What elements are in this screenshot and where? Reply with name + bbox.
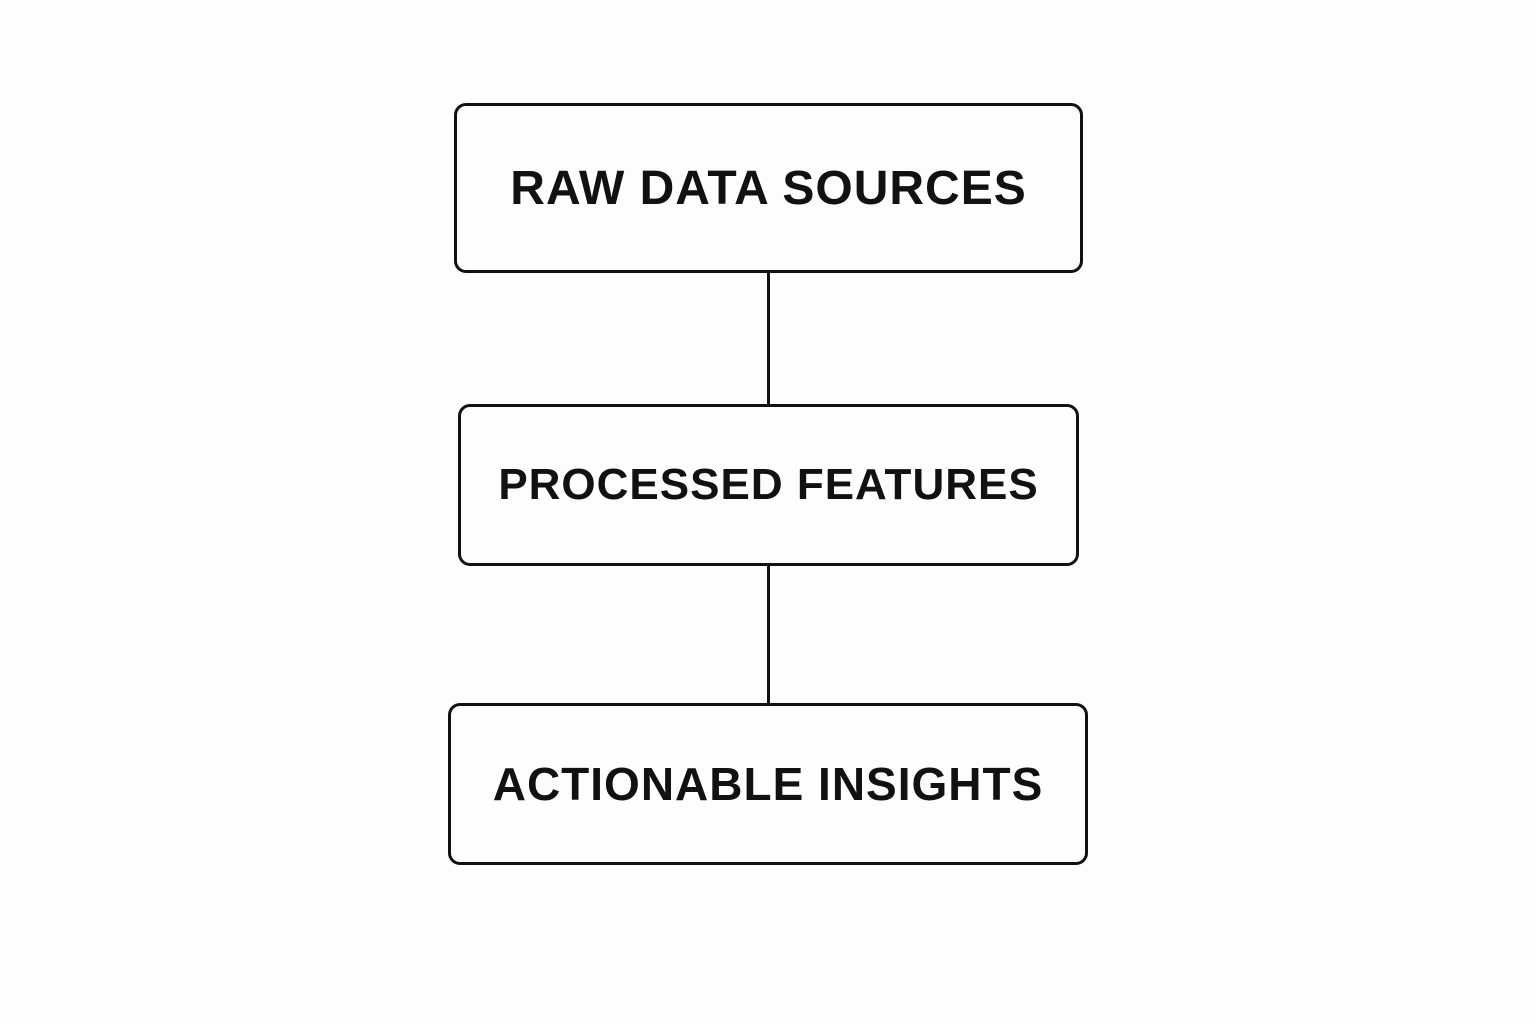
- connector-line: [767, 566, 770, 703]
- node-actionable-insights: ACTIONABLE INSIGHTS: [448, 703, 1088, 865]
- node-label: RAW DATA SOURCES: [510, 161, 1027, 215]
- node-raw-data-sources: RAW DATA SOURCES: [454, 103, 1083, 273]
- node-label: ACTIONABLE INSIGHTS: [492, 758, 1044, 810]
- connector-line: [767, 273, 770, 404]
- node-processed-features: PROCESSED FEATURES: [458, 404, 1079, 566]
- node-label: PROCESSED FEATURES: [498, 460, 1039, 509]
